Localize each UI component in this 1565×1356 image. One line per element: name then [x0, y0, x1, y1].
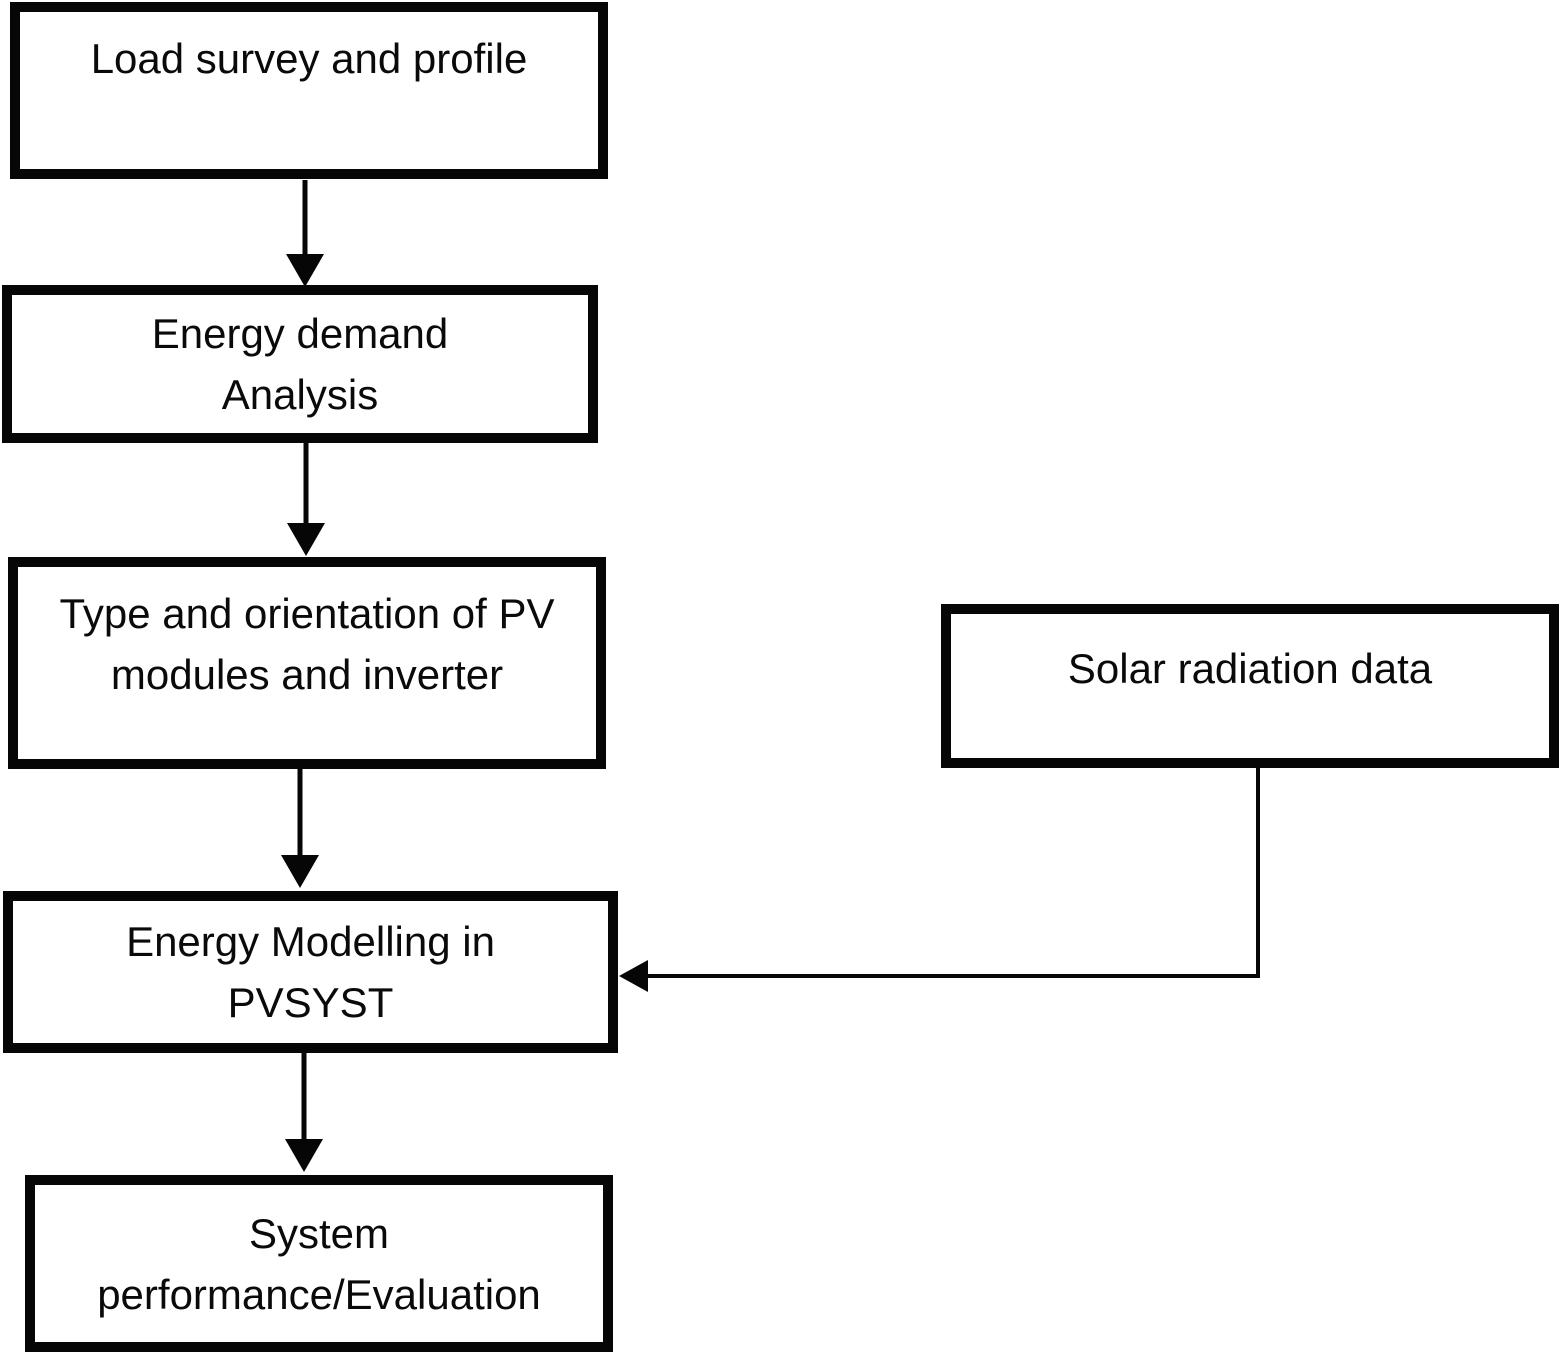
node-label: Solar radiation data — [1067, 645, 1433, 692]
node-solar-radiation: Solar radiation data — [941, 604, 1559, 768]
node-energy-demand: Energy demand Analysis — [2, 285, 598, 443]
node-label: Load survey and profile — [90, 35, 528, 82]
node-load-survey: Load survey and profile — [10, 2, 608, 179]
node-pv-type-orientation: Type and orientation of PV modules and i… — [8, 557, 606, 769]
arrow-load-to-demand — [286, 180, 324, 287]
arrow-modelling-to-performance — [285, 1053, 323, 1172]
node-energy-modelling: Energy Modelling in PVSYST — [3, 891, 618, 1053]
connector-solar-to-modelling — [619, 768, 1260, 992]
node-label: Energy Modelling in PVSYST — [126, 918, 495, 1026]
node-label: Type and orientation of PV modules and i… — [59, 590, 555, 698]
node-label: System performance/Evaluation — [97, 1209, 541, 1318]
arrow-demand-to-pvtype — [287, 443, 325, 556]
arrow-pvtype-to-modelling — [281, 769, 319, 888]
node-system-performance: System performance/Evaluation — [25, 1175, 613, 1352]
node-label: Energy demand Analysis — [151, 310, 449, 418]
